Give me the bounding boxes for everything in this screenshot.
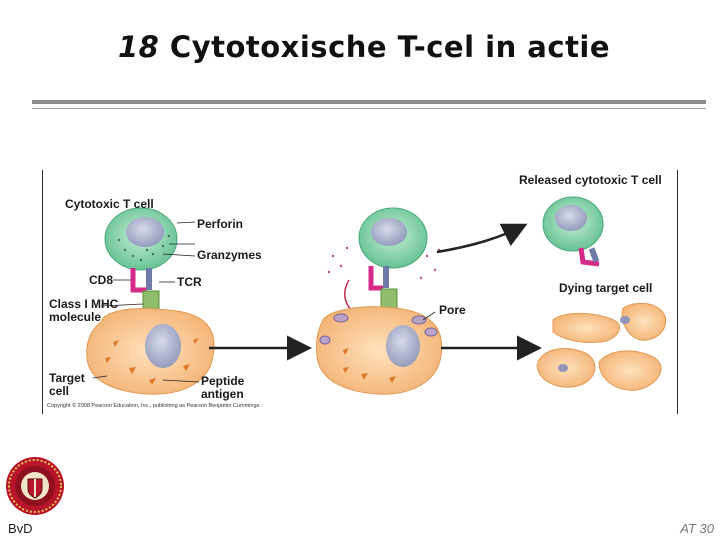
arrow-release [436, 223, 528, 254]
label-target-cell-line1: Target [49, 371, 85, 385]
cd8-molecule [130, 268, 147, 293]
released-t-cell [542, 196, 604, 267]
peptide-antigens [105, 338, 199, 385]
label-target-cell-line2: cell [49, 384, 70, 398]
label-class1-mhc-line2: molecule [49, 310, 102, 324]
label-peptide-line1: Peptide [201, 374, 245, 388]
title-divider-thick [32, 100, 706, 104]
title-divider-thin [32, 108, 706, 109]
label-pore: Pore [439, 303, 466, 317]
label-perforin: Perforin [197, 217, 244, 231]
t-cell-nucleus [126, 217, 164, 247]
label-tcr: TCR [177, 275, 202, 289]
footer-author: BvD [8, 521, 33, 536]
pores [319, 313, 438, 345]
copyright-notice: Copyright © 2008 Pearson Education, Inc.… [47, 403, 261, 409]
slide-title-text: Cytotoxische T-cel in actie [169, 30, 611, 64]
panel-2 [316, 207, 443, 395]
label-target-cell: Target cell [49, 372, 85, 398]
slide-title: 18 Cytotoxische T-cel in actie [0, 30, 728, 64]
label-class1-mhc: Class I MHC molecule [49, 298, 118, 324]
t-cell-diagram: Cytotoxic T cell Perforin Granzymes CD8 … [42, 170, 678, 414]
label-cytotoxic-t-cell: Cytotoxic T cell [65, 197, 154, 211]
label-peptide-antigen: Peptide antigen [201, 375, 244, 401]
granzyme-arrow [344, 279, 352, 311]
label-peptide-line2: antigen [201, 387, 244, 401]
footer-slide-id: AT 30 [680, 521, 714, 536]
label-cd8: CD8 [89, 273, 114, 287]
perforin-granules [117, 234, 171, 262]
granzyme-dots [327, 246, 441, 280]
target-nucleus [145, 324, 181, 368]
label-dying-target-cell: Dying target cell [559, 281, 653, 295]
diagram-drawing [86, 196, 667, 395]
tcr-molecule [146, 268, 152, 290]
label-granzymes: Granzymes [197, 248, 262, 262]
university-seal-icon [6, 457, 64, 515]
dying-target-cell [536, 302, 667, 391]
panel-1 [86, 207, 215, 395]
slide-number: 18 [117, 30, 160, 64]
label-class1-mhc-line1: Class I MHC [49, 297, 119, 311]
label-released-t-cell: Released cytotoxic T cell [519, 173, 662, 187]
